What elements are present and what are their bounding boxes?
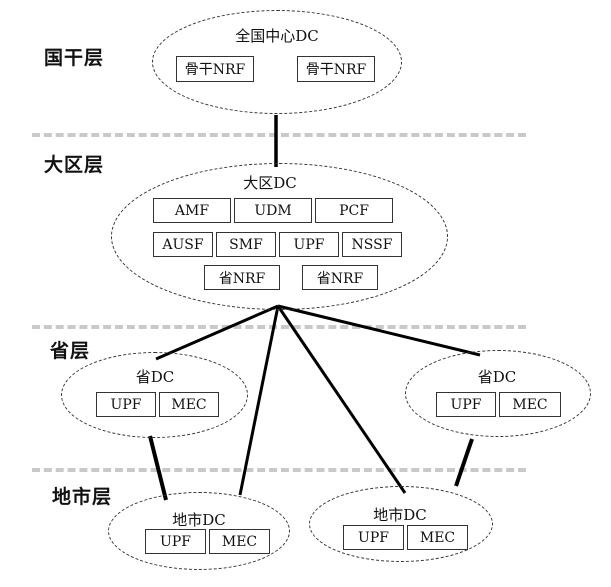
province-left-upf: UPF xyxy=(96,392,156,417)
layer-divider-3 xyxy=(32,468,526,472)
layer-label-province: 省层 xyxy=(50,340,91,362)
province-dc-left-title: 省DC xyxy=(135,368,175,386)
national-nrf-box-2: 骨干NRF xyxy=(297,56,375,82)
national-dc-title: 全国中心DC xyxy=(235,27,319,45)
region-nf-amf: AMF xyxy=(153,198,231,223)
layer-divider-1 xyxy=(32,133,526,137)
link-region-province-right xyxy=(277,304,481,357)
layer-label-region: 大区层 xyxy=(44,154,105,176)
city-dc-left-title: 地市DC xyxy=(172,511,226,529)
region-nf-nssf: NSSF xyxy=(342,232,402,257)
province-right-mec: MEC xyxy=(499,392,561,417)
region-nrf-box-1: 省NRF xyxy=(204,265,280,290)
region-nf-smf: SMF xyxy=(216,232,276,257)
province-right-upf: UPF xyxy=(436,392,496,417)
city-right-mec: MEC xyxy=(407,525,468,550)
link-region-city-left xyxy=(238,305,280,496)
layer-label-national: 国干层 xyxy=(44,47,105,69)
city-dc-right-title: 地市DC xyxy=(373,506,427,524)
link-region-province-left xyxy=(155,304,279,361)
city-dc-right-ellipse xyxy=(309,486,493,562)
layer-divider-2 xyxy=(32,325,526,329)
province-dc-right-title: 省DC xyxy=(477,368,517,386)
region-nrf-box-2: 省NRF xyxy=(302,265,378,290)
region-nf-ausf: AUSF xyxy=(153,232,213,257)
province-left-mec: MEC xyxy=(159,392,219,417)
region-nf-udm: UDM xyxy=(234,198,312,223)
region-nf-upf: UPF xyxy=(279,232,339,257)
layer-label-city: 地市层 xyxy=(52,486,113,508)
link-province-city-right xyxy=(454,438,474,487)
city-right-upf: UPF xyxy=(343,525,404,550)
city-left-mec: MEC xyxy=(209,529,270,554)
link-region-city-right xyxy=(276,305,407,494)
region-nf-pcf: PCF xyxy=(315,198,393,223)
national-nrf-box-1: 骨干NRF xyxy=(176,56,254,82)
province-dc-left-ellipse xyxy=(61,352,248,438)
city-dc-left-ellipse xyxy=(108,492,290,570)
national-dc-ellipse xyxy=(152,10,402,114)
link-province-city-left xyxy=(148,435,168,501)
city-left-upf: UPF xyxy=(145,529,206,554)
region-dc-ellipse xyxy=(111,163,448,310)
region-dc-title: 大区DC xyxy=(243,174,297,192)
province-dc-right-ellipse xyxy=(405,350,591,437)
